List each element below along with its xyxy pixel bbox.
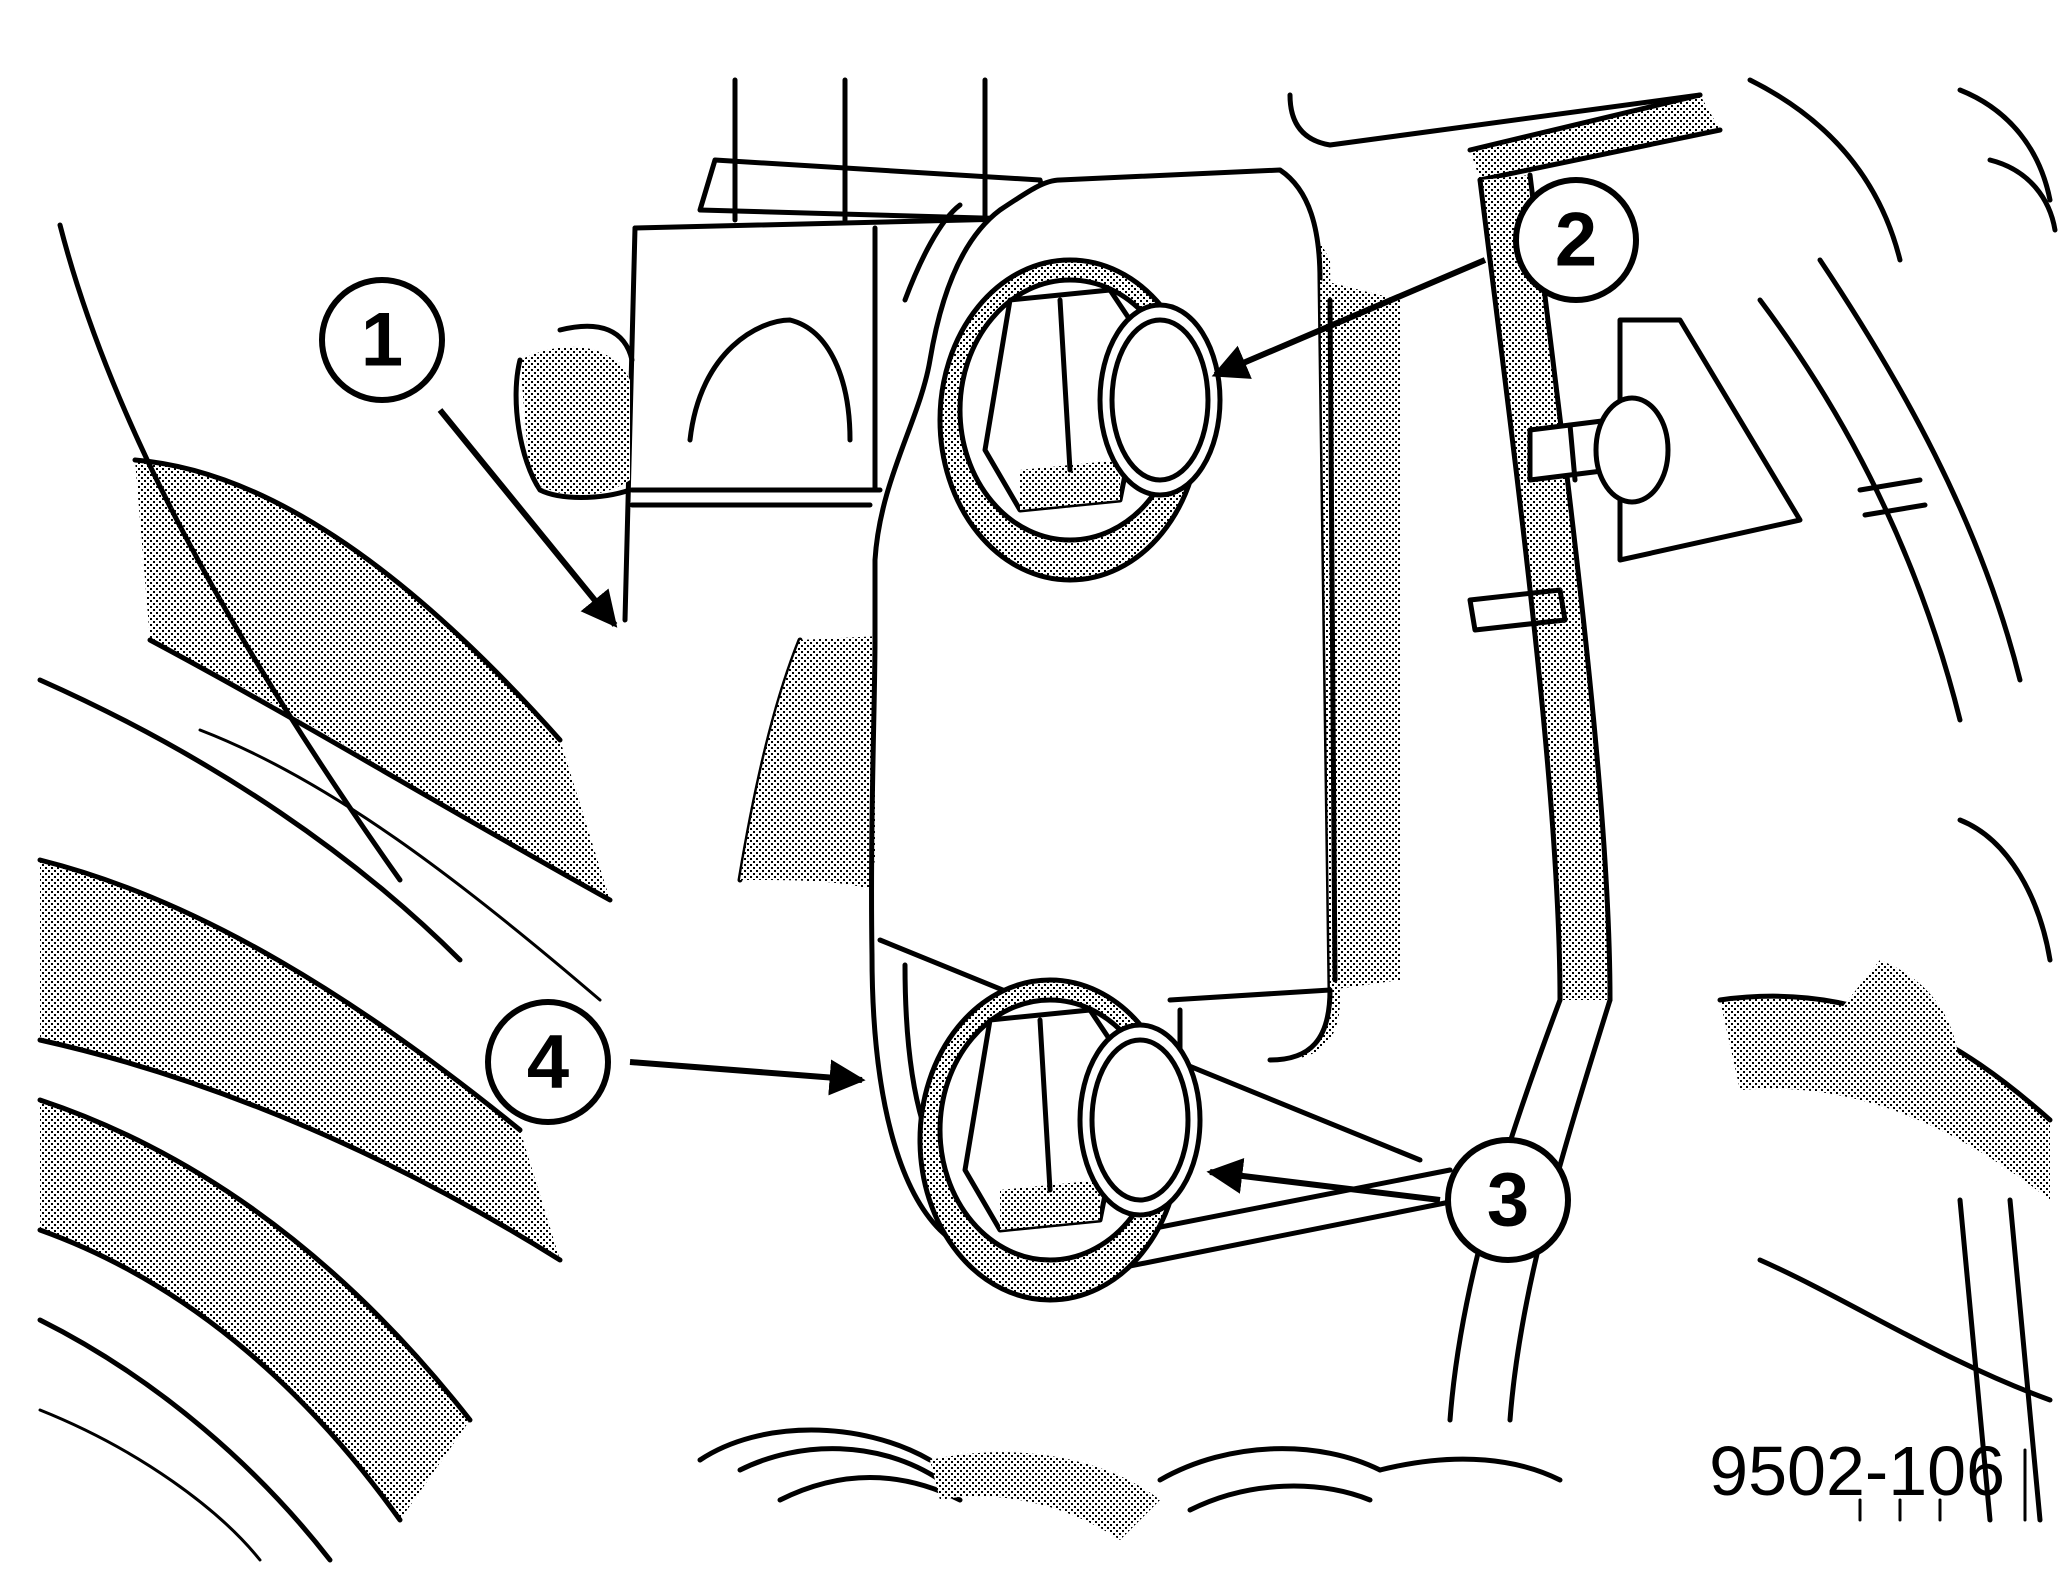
leader-3 (1206, 1158, 1441, 1203)
leader-2 (1211, 257, 1487, 379)
callout-3: 3 (1445, 1137, 1571, 1263)
leader-4 (629, 1059, 866, 1096)
callout-1: 1 (319, 277, 445, 403)
stud (1527, 395, 1671, 505)
upper-nut (937, 257, 1223, 583)
callout-4-label: 4 (527, 1020, 569, 1105)
leader-lines (437, 257, 1487, 1203)
callout-2-label: 2 (1555, 198, 1597, 283)
right-background-parts (1447, 172, 2053, 1523)
lower-parts (697, 1427, 1563, 1540)
figure-number: 9502-106 (1709, 1432, 2005, 1510)
leader-1 (437, 408, 618, 628)
upper-structure (697, 77, 2058, 263)
left-background-parts (37, 222, 613, 1563)
callout-3-label: 3 (1487, 1158, 1529, 1243)
callout-1-label: 1 (361, 298, 403, 383)
callout-4: 4 (485, 999, 611, 1125)
callout-2: 2 (1513, 177, 1639, 303)
lower-nut (917, 977, 1203, 1303)
